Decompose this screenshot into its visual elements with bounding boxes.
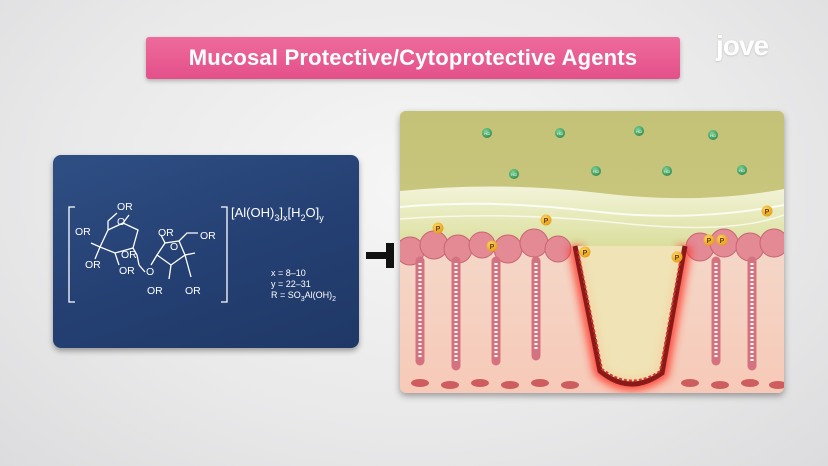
ulcer-crater bbox=[575, 246, 685, 385]
fructose-ring bbox=[150, 232, 198, 280]
svg-text:HCl: HCl bbox=[664, 170, 670, 174]
svg-text:HCl: HCl bbox=[636, 130, 642, 134]
ring-oxygen-label: O bbox=[117, 216, 125, 228]
sucralfate-structure-drawing: O O O OR OR OR OR OR OR OR OR OR [Al(OH)… bbox=[68, 201, 336, 303]
ulcer-wall bbox=[572, 245, 688, 387]
svg-text:HCl: HCl bbox=[739, 169, 745, 173]
pepsin-molecule-icon: P bbox=[671, 251, 683, 263]
svg-text:P: P bbox=[583, 250, 588, 257]
svg-text:HCl: HCl bbox=[710, 134, 716, 138]
svg-text:P: P bbox=[765, 209, 770, 216]
hcl-molecule-icon: HCl bbox=[662, 166, 672, 176]
jove-logo: jove bbox=[716, 30, 769, 61]
surface-epithelium bbox=[400, 228, 784, 266]
svg-text:P: P bbox=[675, 255, 680, 262]
substituent-label: OR bbox=[117, 201, 133, 213]
pepsin-molecule-icon: P bbox=[761, 205, 773, 217]
right-bracket bbox=[221, 206, 228, 303]
x-range-text: x = 8–10 bbox=[271, 268, 306, 278]
substituent-label: OR bbox=[119, 265, 135, 277]
gland-cells bbox=[418, 263, 754, 361]
hcl-molecules: HCl HCl HCl HCl HCl HCl HCl HCl bbox=[482, 126, 747, 179]
pepsin-molecule-icon: P bbox=[540, 214, 552, 226]
hcl-molecule-icon: HCl bbox=[482, 128, 492, 138]
hydrate-formula: [Al(OH)3]x[H2O]y bbox=[231, 205, 324, 223]
svg-text:P: P bbox=[544, 218, 549, 225]
pepsin-molecules: P P P P P P P P bbox=[432, 205, 773, 263]
substituent-label: OR bbox=[200, 230, 216, 242]
substituent-label: OR bbox=[158, 227, 174, 239]
blood-vessels bbox=[411, 379, 784, 389]
pepsin-molecule-icon: P bbox=[579, 246, 591, 258]
sucralfate-structure-card: O O O OR OR OR OR OR OR OR OR OR [Al(OH)… bbox=[53, 155, 359, 348]
mucosa-drawing: HCl HCl HCl HCl HCl HCl HCl HCl P P P P … bbox=[400, 111, 784, 393]
svg-text:HCl: HCl bbox=[593, 170, 599, 174]
y-range-text: y = 22–31 bbox=[271, 279, 311, 289]
pepsin-molecule-icon: P bbox=[432, 222, 444, 234]
substituent-label: OR bbox=[185, 285, 201, 297]
substituent-label: OR bbox=[85, 259, 101, 271]
gastric-mucosa-illustration: HCl HCl HCl HCl HCl HCl HCl HCl P P P P … bbox=[400, 111, 784, 393]
svg-text:P: P bbox=[490, 244, 495, 251]
substituent-label: OR bbox=[75, 226, 91, 238]
r-definition-text: R = SO3Al(OH)2 bbox=[271, 290, 336, 303]
hcl-molecule-icon: HCl bbox=[634, 126, 644, 136]
glucose-ring bbox=[90, 212, 146, 273]
hcl-molecule-icon: HCl bbox=[509, 169, 519, 179]
svg-text:P: P bbox=[436, 226, 441, 233]
substituent-label: OR bbox=[121, 249, 137, 261]
glycosidic-oxygen-label: O bbox=[146, 266, 154, 278]
left-bracket bbox=[68, 206, 75, 303]
svg-text:HCl: HCl bbox=[511, 173, 517, 177]
inhibition-arrow-icon bbox=[366, 243, 394, 268]
svg-text:HCl: HCl bbox=[484, 132, 490, 136]
svg-text:HCl: HCl bbox=[557, 132, 563, 136]
pepsin-molecule-icon: P bbox=[703, 234, 715, 246]
hcl-molecule-icon: HCl bbox=[555, 128, 565, 138]
svg-text:P: P bbox=[707, 238, 712, 245]
ring-oxygen-label: O bbox=[170, 241, 178, 253]
protective-gel-layer bbox=[400, 186, 784, 251]
substituent-label: OR bbox=[147, 285, 163, 297]
pepsin-molecule-icon: P bbox=[716, 234, 728, 246]
hcl-molecule-icon: HCl bbox=[591, 166, 601, 176]
slide-title: Mucosal Protective/Cytoprotective Agents bbox=[146, 37, 680, 79]
svg-text:P: P bbox=[720, 238, 725, 245]
pepsin-molecule-icon: P bbox=[486, 240, 498, 252]
hcl-molecule-icon: HCl bbox=[708, 130, 718, 140]
hcl-molecule-icon: HCl bbox=[737, 165, 747, 175]
